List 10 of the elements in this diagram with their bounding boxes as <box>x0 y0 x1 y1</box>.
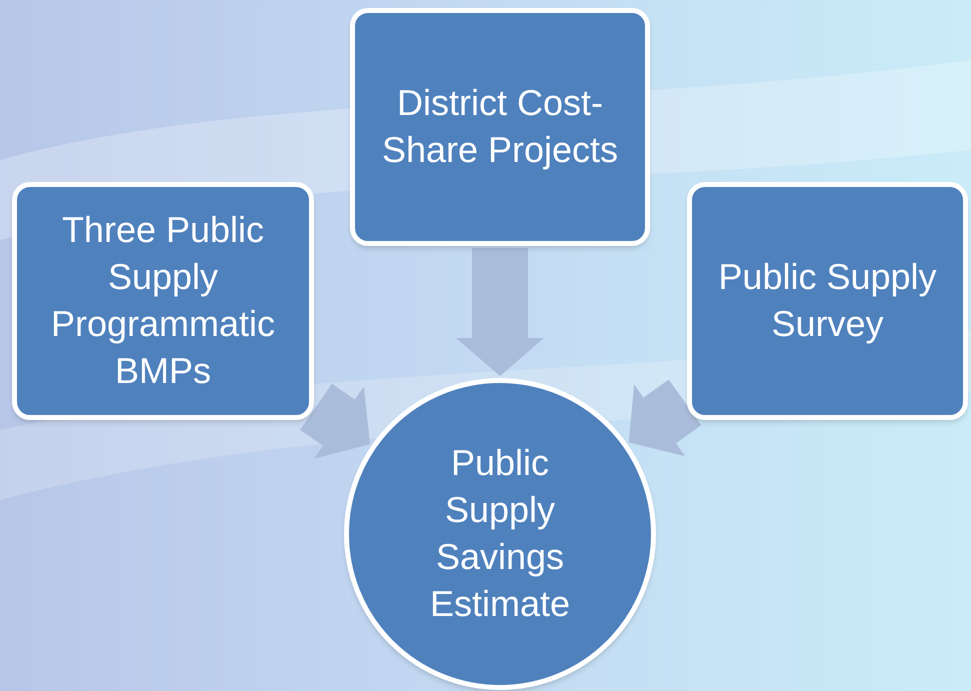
node-label: Three Public Supply Programmatic BMPs <box>50 208 276 393</box>
source-box <box>12 182 314 420</box>
source-box <box>350 8 650 246</box>
arrow <box>456 248 544 376</box>
node-label: District Cost-Share Projects <box>380 81 620 172</box>
arrow <box>300 384 370 459</box>
node-label: Public Supply Savings Estimate <box>428 441 572 626</box>
node-label: Public Supply Survey <box>717 255 938 346</box>
arrow <box>628 380 702 456</box>
source-box <box>687 182 968 420</box>
